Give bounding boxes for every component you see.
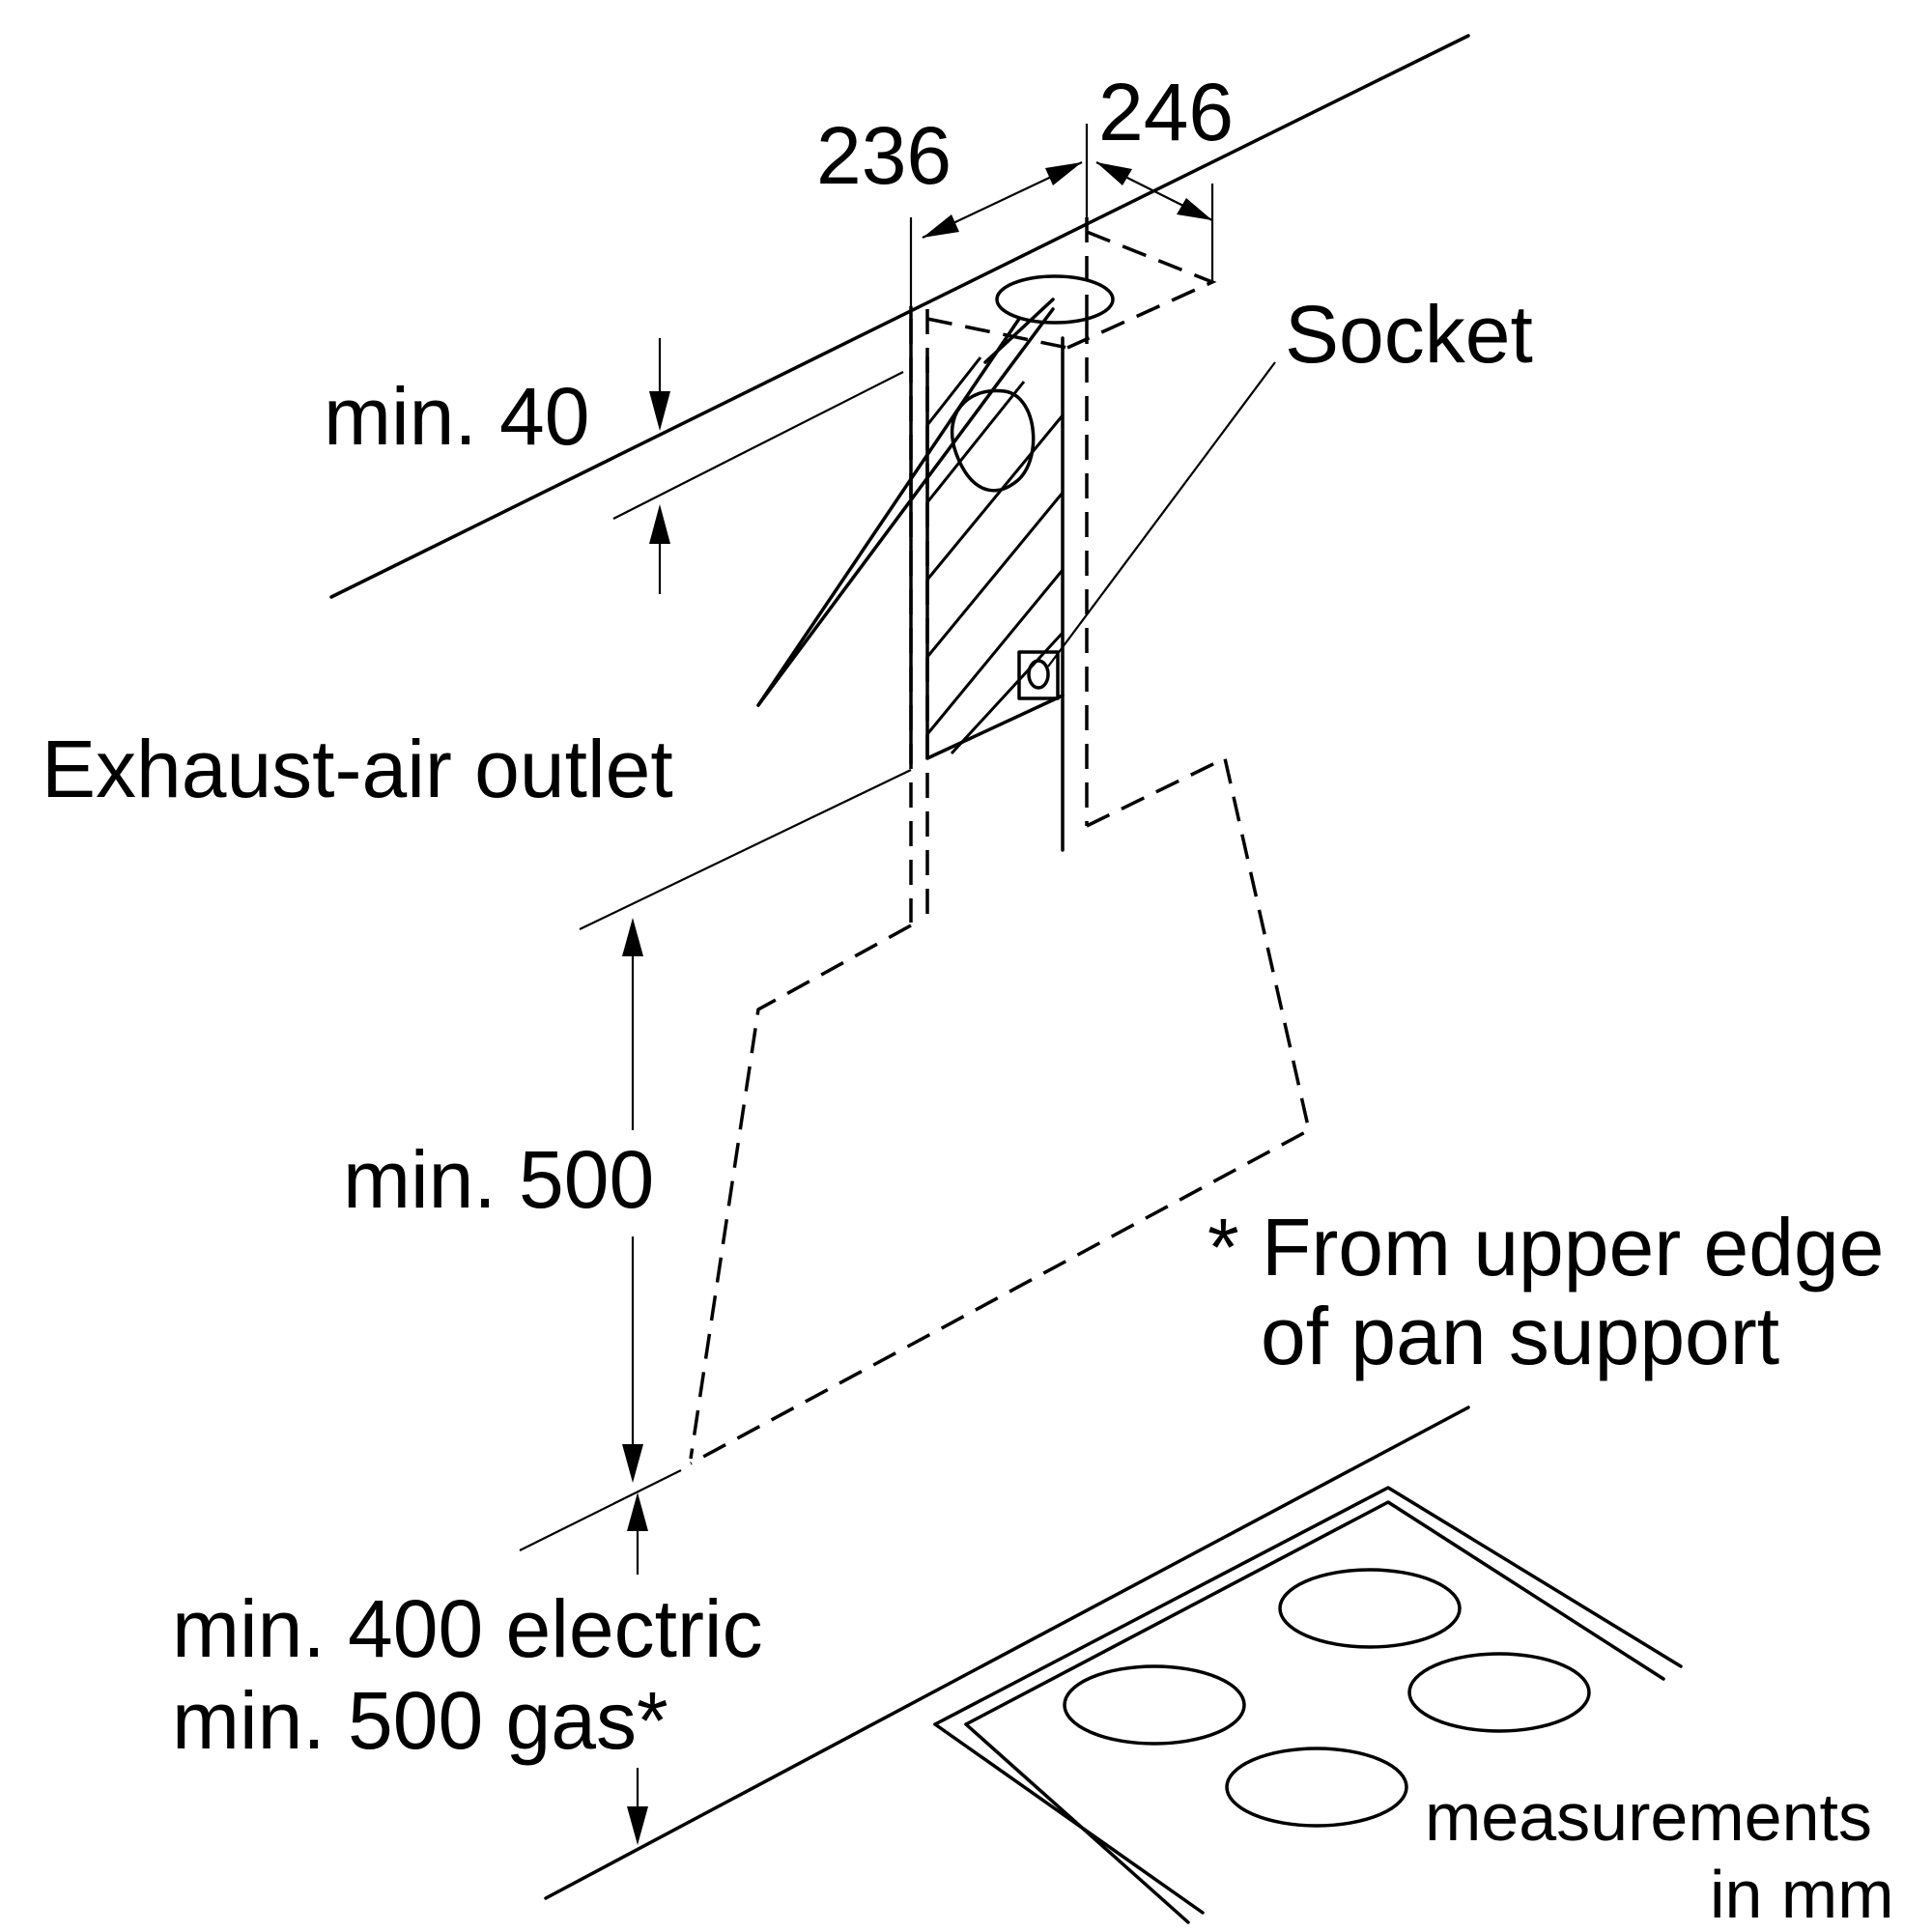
exhaust-outlet-ring: [950, 388, 1036, 493]
burner-front-right: [1225, 1747, 1408, 1828]
min-40-reference-line: [612, 371, 904, 520]
pan-support-line: [519, 1469, 682, 1551]
burner-back-left: [1278, 1568, 1462, 1649]
dimension-min-40: [649, 338, 670, 594]
burner-back-right: [1407, 1652, 1591, 1733]
dimension-236: [909, 161, 1083, 307]
dimension-min-400: [627, 1492, 648, 1845]
exhaust-pipe: [756, 274, 1115, 707]
dimension-246: [1085, 124, 1214, 282]
socket-leader-line: [1047, 361, 1276, 668]
min-40-label: min. 40: [324, 371, 589, 462]
cooktop: [544, 1406, 1683, 1924]
min-400-electric-label: min. 400 electric: [172, 1583, 763, 1674]
ceiling-line: [329, 34, 1470, 599]
socket-icon: [1017, 650, 1060, 700]
footnote-line2: of pan support: [1261, 1291, 1779, 1381]
exhaust-leader-line: [579, 769, 912, 930]
measurements-line2: in mm: [1710, 1857, 1894, 1932]
min-500-label: min. 500: [343, 1134, 654, 1225]
dim-246-label: 246: [1098, 67, 1234, 157]
min-500-gas-label: min. 500 gas*: [172, 1675, 668, 1766]
socket-label: Socket: [1285, 289, 1533, 380]
measurements-line1: measurements: [1425, 1779, 1872, 1855]
burner-front-left: [1063, 1664, 1246, 1746]
footnote-line1: * From upper edge: [1208, 1202, 1884, 1293]
dimension-min-500: [622, 918, 643, 1483]
dim-236-label: 236: [816, 110, 952, 201]
exhaust-outlet-label: Exhaust-air outlet: [42, 724, 673, 814]
